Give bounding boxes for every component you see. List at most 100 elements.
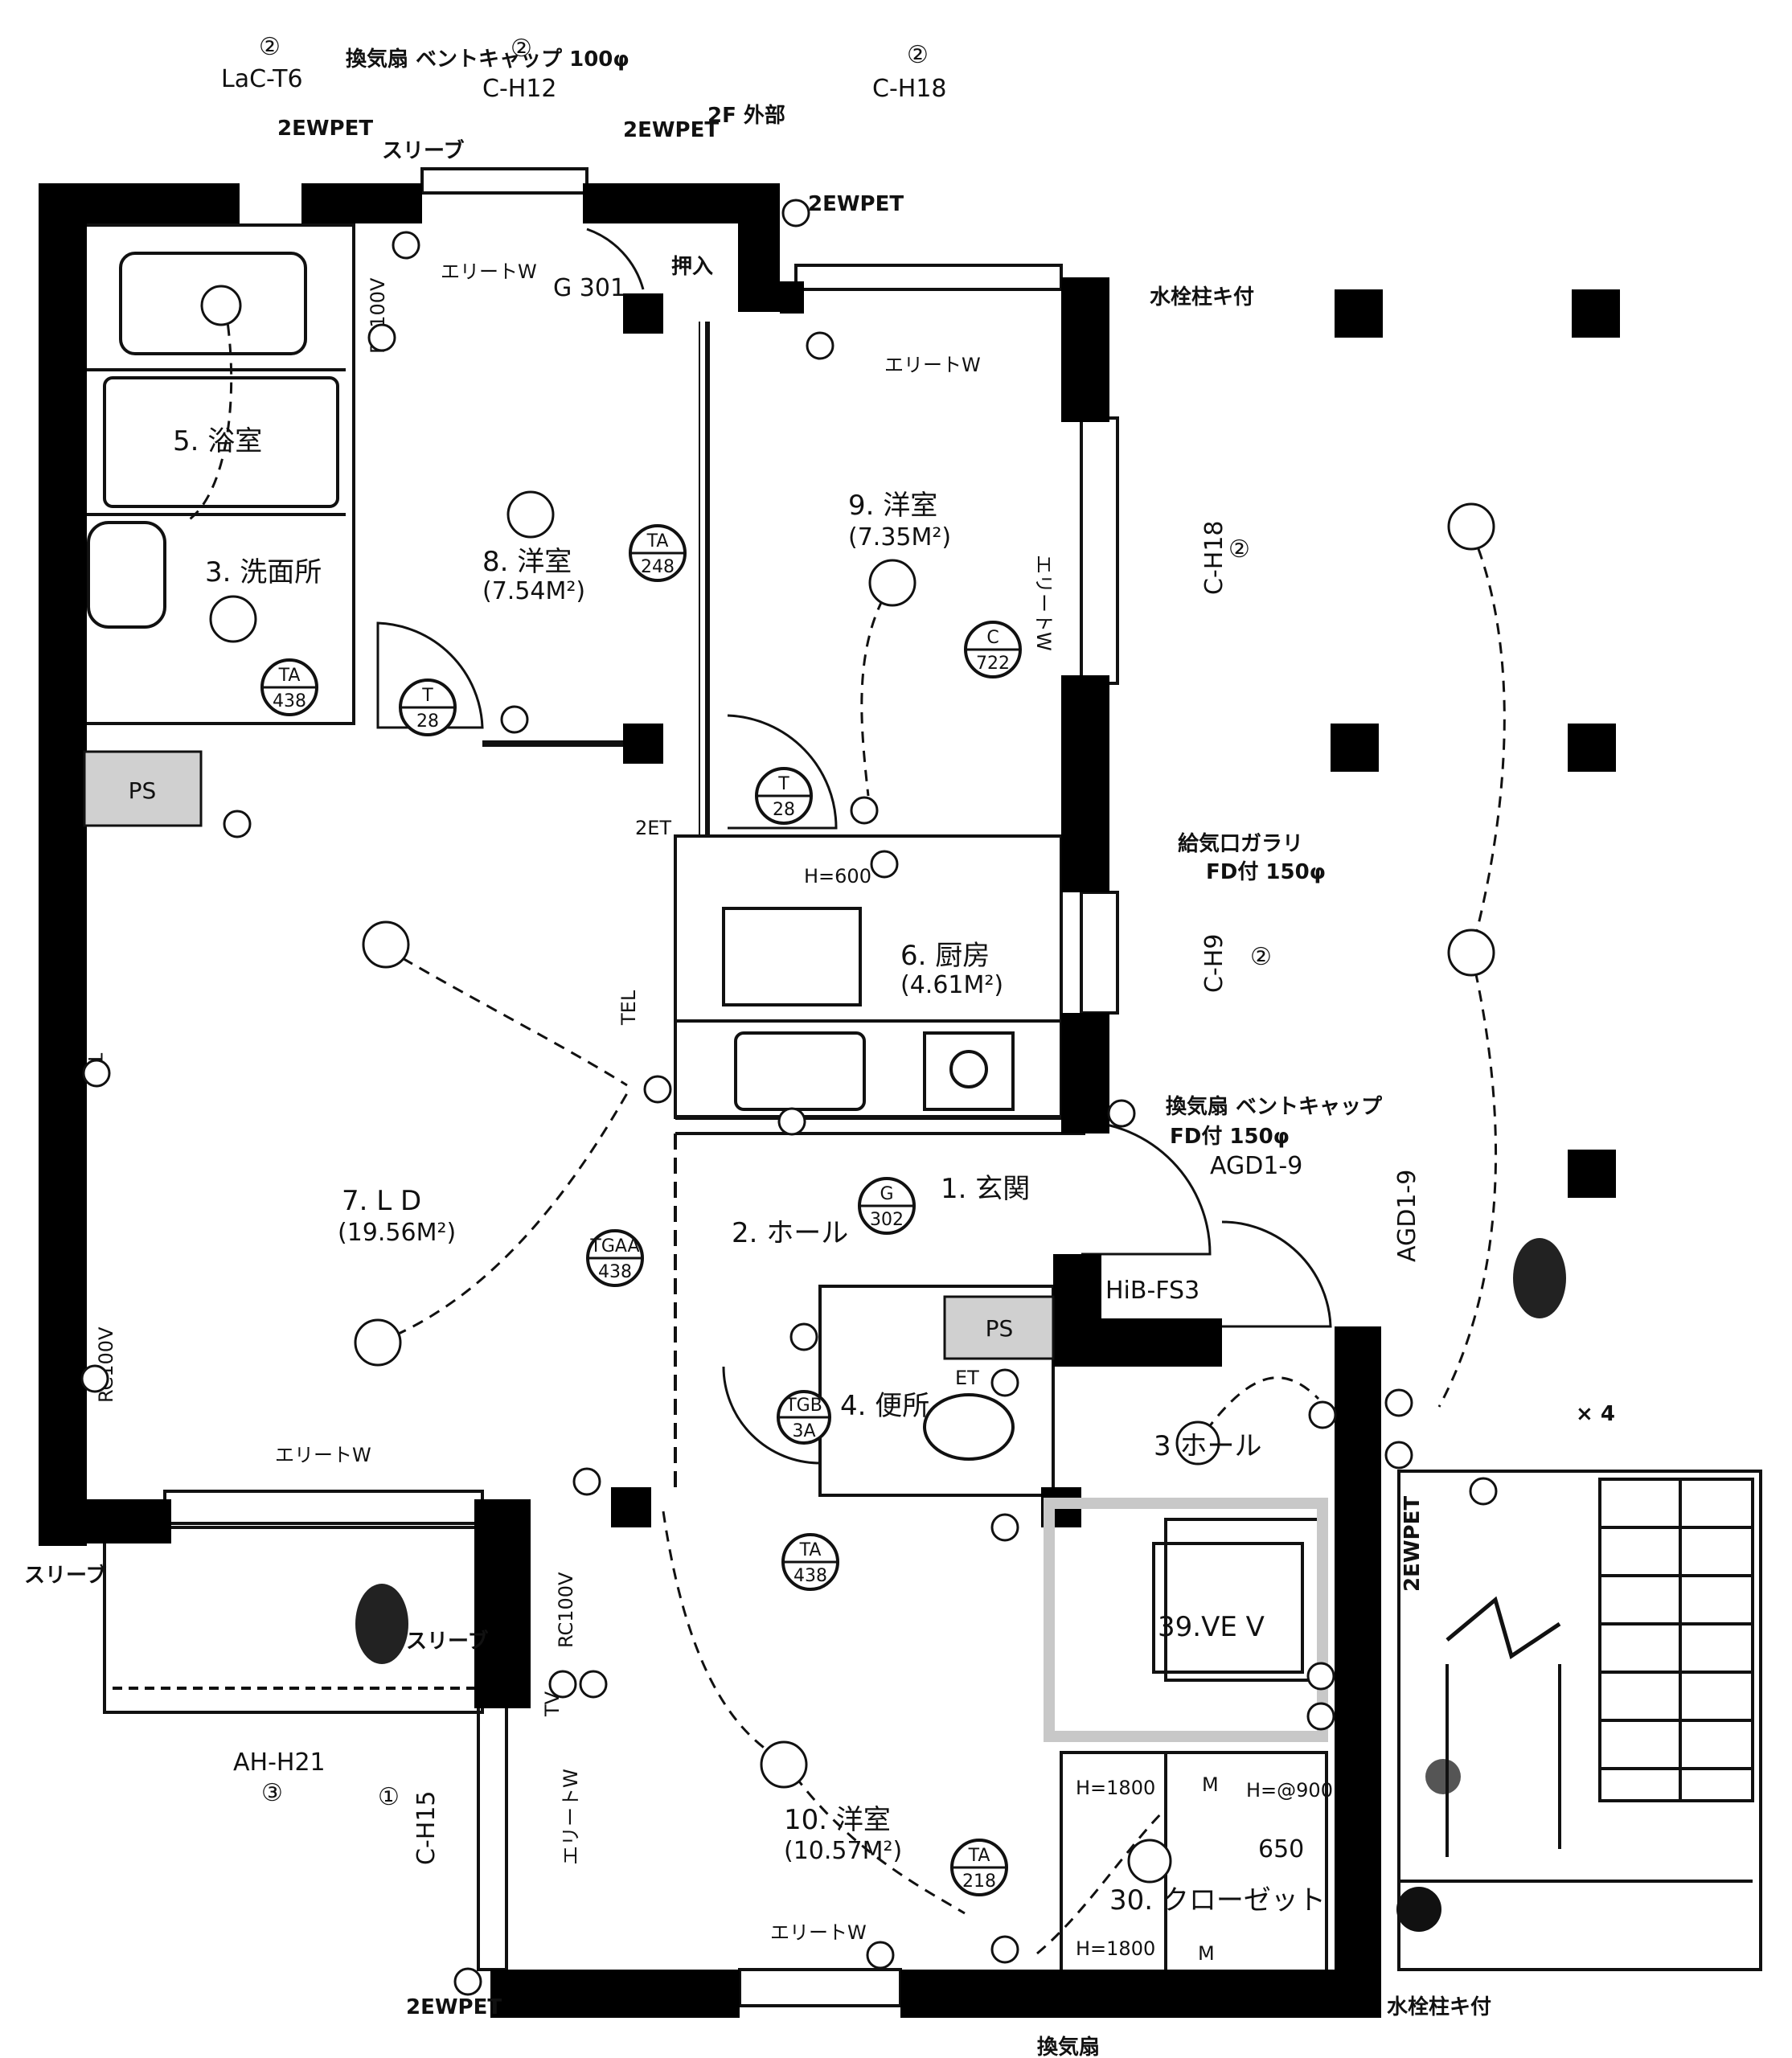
svg-text:T: T (777, 774, 789, 794)
circled-2-a: ② (259, 33, 281, 61)
light-wiring (184, 305, 1506, 1955)
ps-box-1: PS (83, 750, 203, 827)
code-lac-t6: LaC-T6 (221, 65, 303, 93)
svg-text:28: 28 (416, 711, 439, 732)
symbol-ta-248: TA 248 (629, 524, 687, 582)
code-c-h18-right: C-H18 (1200, 520, 1228, 595)
room-hall3: 3 ホール (1154, 1430, 1261, 1462)
room-ld-area: (19.56M²) (338, 1219, 456, 1247)
room-8-area: (7.54M²) (482, 577, 585, 605)
note-exhaust-vent: 換気扇 ベントキャップ (1166, 1094, 1383, 1119)
svg-text:PS: PS (986, 1315, 1014, 1342)
stairs (1397, 1664, 1753, 1883)
note-fd150-1: FD付 150φ (1206, 860, 1326, 884)
symbol-t-28-b: T 28 (755, 767, 813, 825)
room-ld: 7. L D (342, 1185, 421, 1217)
note-2et: 2ET (635, 817, 671, 839)
note-2ewpet-5: 2EWPET (1400, 1496, 1425, 1592)
note-elite-w-2: エリートW (884, 354, 981, 376)
room-hall: 2. ホール (732, 1217, 848, 1249)
note-rc100v-3: RC100V (555, 1572, 577, 1648)
symbol-ta-438-wash: TA 438 (260, 658, 318, 716)
circled-2-d: ② (1228, 535, 1250, 564)
note-elite-w-1: エリートW (441, 260, 537, 283)
note-oshiire: 押入 (671, 255, 713, 279)
svg-text:438: 438 (273, 691, 306, 711)
note-h1800-b: H=1800 (1076, 1937, 1155, 1960)
circled-2-b: ② (511, 35, 532, 63)
circled-2-e: ② (1250, 943, 1272, 971)
hatched-ellipses (355, 1238, 1566, 1932)
room-9: 9. 洋室 (848, 490, 937, 522)
code-c-h9: C-H9 (1200, 934, 1228, 993)
hib-label: HiB-FS3 (1105, 1277, 1199, 1305)
room-9-area: (7.35M²) (848, 523, 951, 551)
svg-text:218: 218 (962, 1871, 996, 1892)
ceiling-lights (200, 285, 1495, 1884)
svg-text:PS: PS (129, 777, 157, 804)
note-x4: × 4 (1576, 1402, 1615, 1426)
outlets (80, 199, 1498, 1996)
svg-text:T: T (421, 686, 433, 706)
svg-text:TA: TA (646, 531, 669, 551)
note-sleeve-3: スリーブ (406, 1629, 488, 1654)
svg-text:G: G (880, 1184, 893, 1204)
note-elite-w-4: エリートW (275, 1444, 371, 1466)
room-8: 8. 洋室 (482, 546, 572, 578)
exterior-walls (39, 183, 1620, 2018)
note-2ewpet-3: 2EWPET (808, 192, 904, 216)
svg-text:722: 722 (976, 654, 1010, 674)
note-g301: G 301 (553, 274, 625, 302)
note-water-tap-1: 水栓柱キ付 (1150, 285, 1254, 310)
interior-walls (84, 167, 1762, 2007)
ve-outline (1044, 1498, 1328, 1742)
svg-text:TA: TA (968, 1846, 990, 1866)
note-tel: TEL (617, 990, 640, 1026)
symbol-ta-438-b: TA 438 (781, 1533, 839, 1591)
note-elite-w-5: エリートW (560, 1769, 582, 1865)
note-sleeve-1: スリーブ (382, 138, 464, 163)
code-ah-h21: AH-H21 (233, 1748, 326, 1777)
room-kitchen: 6. 厨房 (900, 940, 990, 972)
symbol-g-302: G 302 (858, 1177, 916, 1235)
note-m-2: M (1198, 1942, 1215, 1965)
note-h900: H=@900 (1246, 1779, 1333, 1802)
symbol-c-722: C 722 (964, 621, 1022, 678)
circled-2-c: ② (907, 41, 929, 69)
symbol-tgaa-438: TGAA 438 (586, 1229, 644, 1287)
room-labels: 5. 浴室 3. 洗面所 8. 洋室 (7.54M²) 9. 洋室 (7.35M… (173, 425, 1326, 1917)
svg-text:28: 28 (773, 800, 795, 820)
svg-text:438: 438 (793, 1566, 827, 1586)
notes: 2EWPET 2EWPET 2EWPET 2EWPET 2EWPET 換気扇 ベ… (24, 47, 1615, 2058)
note-supply-vent: 給気口ガラリ (1178, 831, 1303, 856)
svg-text:302: 302 (870, 1210, 904, 1230)
note-2ewpet-4: 2EWPET (406, 1995, 502, 2019)
note-h600: H=600 (804, 865, 871, 888)
note-elite-w-3: エリートW (1032, 555, 1055, 651)
room-toilet: 4. 便所 (840, 1390, 929, 1422)
codes: LaC-T6 C-H12 C-H18 C-H18 C-H9 AGD1-9 AGD… (221, 33, 1421, 1865)
symbol-t-28-a: T 28 (399, 678, 457, 736)
room-entrance: 1. 玄関 (941, 1173, 1030, 1205)
note-vent100: 換気扇 ベントキャップ 100φ (346, 47, 629, 72)
circled-1: ① (378, 1783, 400, 1811)
note-650: 650 (1258, 1835, 1304, 1863)
code-agd-horizontal: AGD1-9 (1210, 1152, 1302, 1180)
code-c-h18-top: C-H18 (872, 75, 947, 103)
note-water-tap-2: 水栓柱キ付 (1387, 1995, 1491, 2019)
svg-text:3A: 3A (792, 1421, 815, 1441)
weve-label: 39.VE V (1158, 1611, 1265, 1643)
ps-box-2: PS (943, 1295, 1055, 1360)
room-bath: 5. 浴室 (173, 425, 262, 457)
svg-text:TA: TA (799, 1540, 822, 1560)
note-2ewpet-2: 2EWPET (623, 118, 719, 142)
note-h1800-a: H=1800 (1076, 1777, 1155, 1799)
note-sleeve-2: スリーブ (24, 1563, 106, 1588)
svg-text:438: 438 (598, 1262, 632, 1282)
symbol-ta-218: TA 218 (950, 1839, 1008, 1896)
code-c-h15: C-H15 (412, 1790, 441, 1865)
code-c-h12: C-H12 (482, 75, 557, 103)
room-closet: 30. クローゼット (1109, 1884, 1326, 1917)
room-10-area: (10.57M²) (784, 1837, 902, 1865)
